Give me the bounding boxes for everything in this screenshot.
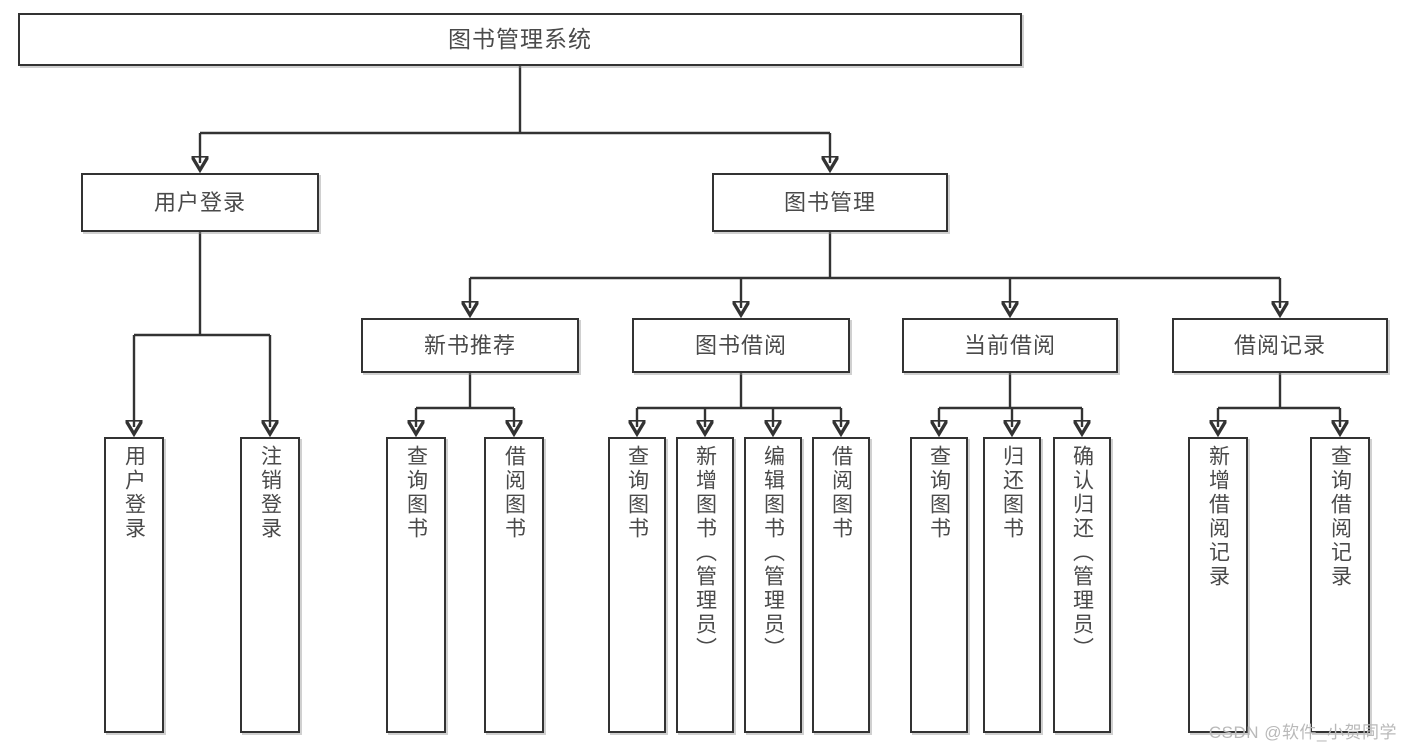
node-label: 新增借阅记录 (1206, 445, 1230, 589)
node-label: 图书管理 (783, 189, 876, 215)
node-leaf-borrow-add-book[interactable]: 新增图书（管理员） (676, 437, 734, 733)
node-leaf-add-borrow-record[interactable]: 新增借阅记录 (1188, 437, 1248, 733)
node-label: 编辑图书（管理员） (761, 445, 785, 661)
node-label: 查询图书 (927, 445, 951, 541)
node-leaf-current-return-book[interactable]: 归还图书 (983, 437, 1041, 733)
node-label: 归还图书 (1000, 445, 1024, 541)
node-label: 借阅图书 (502, 445, 526, 541)
node-leaf-user-login[interactable]: 用户登录 (104, 437, 164, 733)
node-leaf-confirm-return[interactable]: 确认归还（管理员） (1053, 437, 1111, 733)
node-label: 查询借阅记录 (1328, 445, 1352, 589)
node-label: 图书借阅 (694, 332, 787, 358)
node-leaf-user-logout[interactable]: 注销登录 (240, 437, 300, 733)
node-leaf-current-query-book[interactable]: 查询图书 (910, 437, 968, 733)
node-label: 查询图书 (625, 445, 649, 541)
node-current-borrow[interactable]: 当前借阅 (902, 318, 1118, 373)
node-leaf-query-borrow-record[interactable]: 查询借阅记录 (1310, 437, 1370, 733)
node-leaf-borrow-edit-book[interactable]: 编辑图书（管理员） (744, 437, 802, 733)
node-label: 新增图书（管理员） (693, 445, 717, 661)
node-leaf-rec-borrow-book[interactable]: 借阅图书 (484, 437, 544, 733)
node-book-management[interactable]: 图书管理 (712, 173, 948, 232)
node-root-system[interactable]: 图书管理系统 (18, 13, 1022, 66)
node-label: 确认归还（管理员） (1070, 445, 1094, 661)
node-label: 用户登录 (153, 189, 246, 215)
node-label: 用户登录 (122, 445, 146, 541)
node-label: 查询图书 (404, 445, 428, 541)
node-book-borrow[interactable]: 图书借阅 (632, 318, 850, 373)
node-leaf-borrow-lend-book[interactable]: 借阅图书 (812, 437, 870, 733)
node-leaf-rec-query-book[interactable]: 查询图书 (386, 437, 446, 733)
node-label: 新书推荐 (423, 332, 516, 358)
node-leaf-borrow-query-book[interactable]: 查询图书 (608, 437, 666, 733)
node-borrow-record[interactable]: 借阅记录 (1172, 318, 1388, 373)
node-label: 图书管理系统 (448, 26, 592, 53)
node-label: 当前借阅 (963, 332, 1056, 358)
node-label: 注销登录 (258, 445, 282, 541)
csdn-watermark: CSDN @软件_小贺同学 (1208, 723, 1397, 742)
node-user-login[interactable]: 用户登录 (81, 173, 319, 232)
node-new-book-recommend[interactable]: 新书推荐 (361, 318, 579, 373)
node-label: 借阅记录 (1233, 332, 1326, 358)
node-label: 借阅图书 (829, 445, 853, 541)
